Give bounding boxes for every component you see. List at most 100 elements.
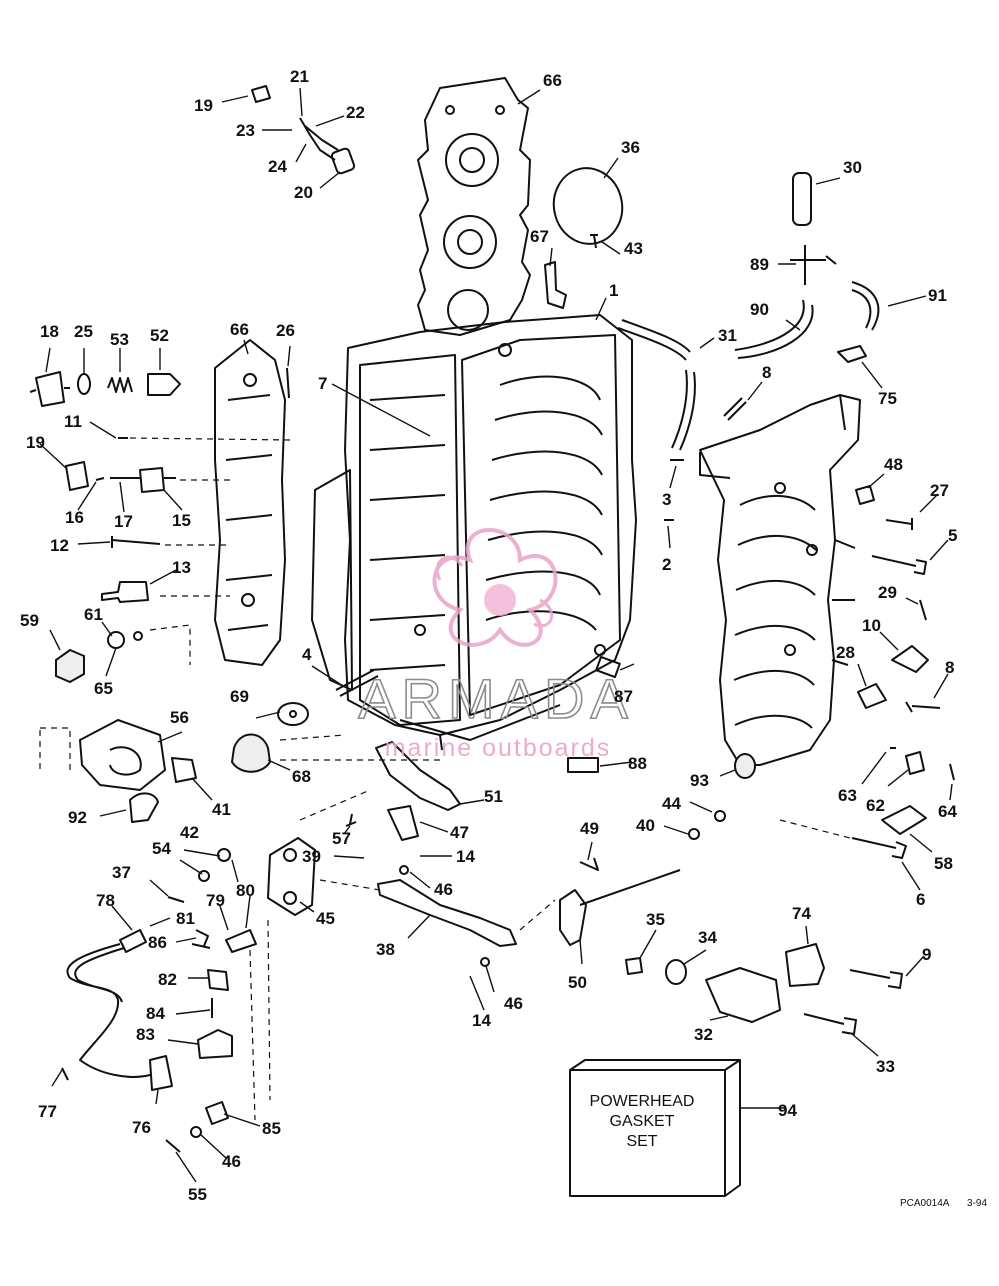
label-10: 10 xyxy=(862,616,881,635)
gasket-16 xyxy=(95,477,105,481)
label-76: 76 xyxy=(132,1118,151,1137)
spark-plug-13 xyxy=(101,581,149,603)
label-74: 74 xyxy=(792,904,811,923)
label-11: 11 xyxy=(64,412,82,431)
clip-82 xyxy=(207,969,229,991)
clip-49 xyxy=(579,857,599,871)
water-hose xyxy=(617,319,691,361)
footer-date: 3-94 xyxy=(967,1198,987,1209)
label-45: 45 xyxy=(316,909,335,928)
label-94: 94 xyxy=(778,1101,797,1120)
label-80: 80 xyxy=(236,881,255,900)
arm-47 xyxy=(387,805,419,841)
bolt-9 xyxy=(849,969,903,989)
bolt-6 xyxy=(851,837,907,859)
label-21: 21 xyxy=(290,67,309,86)
label-83: 83 xyxy=(136,1025,155,1044)
label-53: 53 xyxy=(110,330,129,349)
terminal-77 xyxy=(61,1067,69,1081)
label-54: 54 xyxy=(152,839,171,858)
label-92: 92 xyxy=(68,808,87,827)
label-33: 33 xyxy=(876,1057,895,1076)
bracket-67 xyxy=(544,261,567,309)
label-61: 61 xyxy=(84,605,103,624)
bolt-12 xyxy=(111,536,161,548)
link-rod-38 xyxy=(377,879,517,947)
plug-85 xyxy=(205,1101,229,1125)
tee-fitting xyxy=(790,245,837,285)
screw-35 xyxy=(625,957,643,975)
label-67: 67 xyxy=(530,227,549,246)
label-6: 6 xyxy=(916,890,925,909)
valve-8a xyxy=(723,397,747,421)
fitting-75 xyxy=(837,345,867,363)
gasket-set-box: POWERHEAD GASKET SET xyxy=(569,1059,741,1197)
label-86: 86 xyxy=(148,933,167,952)
label-14b: 14 xyxy=(472,1011,491,1030)
footer-ref-code: PCA0014A xyxy=(900,1198,950,1209)
label-8a: 8 xyxy=(762,363,771,382)
label-19b: 19 xyxy=(26,433,45,452)
wire-harness xyxy=(66,943,151,1078)
label-66b: 66 xyxy=(230,320,249,339)
plug-18 xyxy=(29,371,70,407)
label-44: 44 xyxy=(662,794,681,813)
label-28: 28 xyxy=(836,643,855,662)
label-81: 81 xyxy=(176,909,195,928)
screw-43 xyxy=(590,234,598,249)
label-35: 35 xyxy=(646,910,665,929)
label-19a: 19 xyxy=(194,96,213,115)
label-69: 69 xyxy=(230,687,249,706)
label-62: 62 xyxy=(866,796,885,815)
poppet-52 xyxy=(147,373,181,396)
washer-25 xyxy=(77,373,91,395)
cover-74 xyxy=(785,943,825,987)
label-34: 34 xyxy=(698,928,717,947)
washer-69-hole xyxy=(289,710,297,718)
label-32: 32 xyxy=(694,1025,713,1044)
leader-lines xyxy=(39,87,953,1183)
label-47: 47 xyxy=(450,823,469,842)
spring-53 xyxy=(107,377,133,393)
label-79: 79 xyxy=(206,891,225,910)
spring-55 xyxy=(165,1139,181,1153)
label-24: 24 xyxy=(268,157,287,176)
label-90: 90 xyxy=(750,300,769,319)
label-78: 78 xyxy=(96,891,115,910)
clamp-41 xyxy=(171,757,197,783)
washer-46c xyxy=(190,1126,202,1138)
label-26: 26 xyxy=(276,321,295,340)
label-5: 5 xyxy=(948,526,957,545)
valve-8b xyxy=(905,701,941,713)
label-2: 2 xyxy=(662,555,671,574)
exhaust-cover xyxy=(214,339,286,666)
solenoid-32 xyxy=(705,967,781,1023)
crankcase-cover xyxy=(699,394,861,766)
washer-69 xyxy=(277,702,309,726)
cap-19b xyxy=(65,461,89,491)
label-91: 91 xyxy=(928,286,947,305)
screw-57 xyxy=(345,813,357,827)
label-17: 17 xyxy=(114,512,133,531)
label-29: 29 xyxy=(878,583,897,602)
gasket-box-line1: POWERHEAD xyxy=(590,1093,695,1110)
cap-19 xyxy=(251,85,271,103)
label-88: 88 xyxy=(628,754,647,773)
label-75: 75 xyxy=(878,389,897,408)
washer-34 xyxy=(665,959,687,985)
label-68: 68 xyxy=(292,767,311,786)
label-4: 4 xyxy=(302,645,312,664)
screw-37 xyxy=(167,896,185,903)
screw-27 xyxy=(885,518,913,530)
dowel-87 xyxy=(595,656,621,678)
cylinder-block xyxy=(311,314,637,751)
lever-50 xyxy=(559,869,681,946)
o-ring xyxy=(552,167,624,245)
label-84: 84 xyxy=(146,1004,165,1023)
label-56: 56 xyxy=(170,708,189,727)
label-55: 55 xyxy=(188,1185,207,1204)
washer-61 xyxy=(133,631,143,641)
label-37: 37 xyxy=(112,863,131,882)
hose-30 xyxy=(792,172,812,226)
